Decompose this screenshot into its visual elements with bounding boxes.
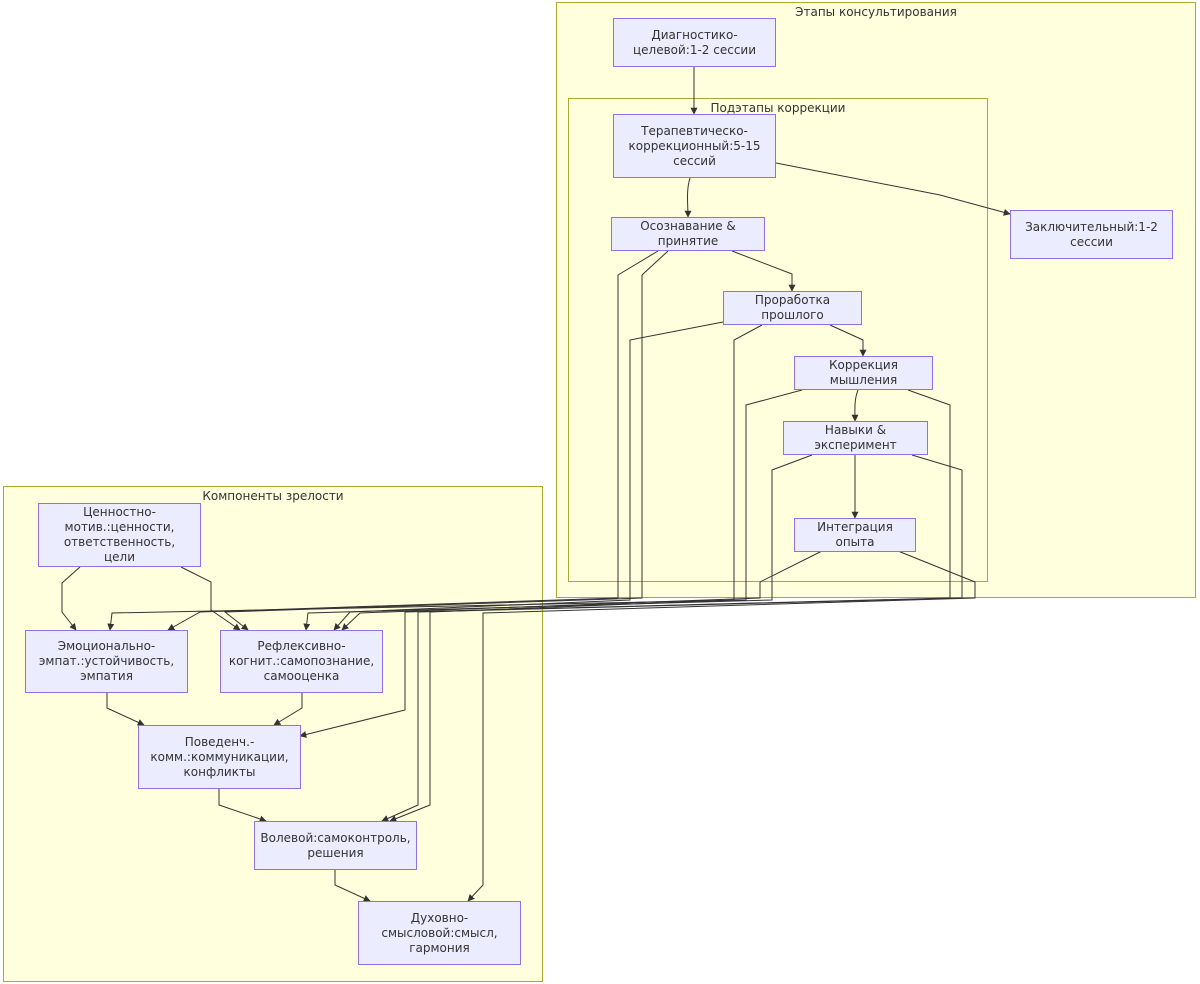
- node-emotional-empathic[interactable]: Эмоционально-эмпат.:устойчивость, эмпати…: [25, 630, 188, 693]
- node-spiritual-semantic-label: Духовно-смысловой:смысл, гармония: [381, 910, 498, 955]
- node-concluding-stage[interactable]: Заключительный:1-2 сессии: [1010, 210, 1173, 259]
- node-experience-integration[interactable]: Интеграция опыта: [794, 518, 916, 552]
- node-awareness-acceptance-label: Осознавание & принятие: [640, 219, 736, 248]
- node-therapeutic-stage[interactable]: Терапевтическо-коррекционный:5-15 сессий: [613, 114, 776, 178]
- edge-integ-spirit: [467, 550, 976, 902]
- node-thinking-correction[interactable]: Коррекция мышления: [794, 356, 933, 390]
- node-skills-experiment-label: Навыки & эксперимент: [814, 423, 897, 452]
- node-value-motivational[interactable]: Ценностно-мотив.:ценности, ответственнос…: [38, 503, 201, 567]
- node-experience-integration-label: Интеграция опыта: [817, 520, 893, 549]
- node-past-work[interactable]: Проработка прошлого: [723, 291, 862, 325]
- node-past-work-label: Проработка прошлого: [754, 293, 831, 322]
- node-value-motivational-label: Ценностно-мотив.:ценности, ответственнос…: [63, 505, 176, 564]
- cluster-label-substages: Подэтапы коррекции: [710, 101, 846, 115]
- node-therapeutic-stage-label: Терапевтическо-коррекционный:5-15 сессий: [628, 123, 761, 168]
- cluster-label-components: Компоненты зрелости: [202, 489, 344, 503]
- node-reflexive-cognitive[interactable]: Рефлексивно-когнит.:самопознание, самооц…: [220, 630, 383, 693]
- node-spiritual-semantic[interactable]: Духовно-смысловой:смысл, гармония: [358, 901, 521, 965]
- node-concluding-stage-label: Заключительный:1-2 сессии: [1025, 219, 1158, 249]
- node-behavioral-communicative[interactable]: Поведенч.-комм.:коммуникации, конфликты: [138, 725, 301, 789]
- node-volitional-label: Волевой:самоконтроль, решения: [260, 830, 411, 860]
- node-emotional-empathic-label: Эмоционально-эмпат.:устойчивость, эмпати…: [38, 639, 175, 683]
- node-behavioral-communicative-label: Поведенч.-комм.:коммуникации, конфликты: [150, 734, 289, 779]
- node-reflexive-cognitive-label: Рефлексивно-когнит.:самопознание, самооц…: [228, 639, 375, 683]
- node-diagnostic-stage-label: Диагностико-целевой:1-2 сессии: [632, 27, 757, 57]
- node-volitional[interactable]: Волевой:самоконтроль, решения: [254, 821, 417, 870]
- cluster-label-stages: Этапы консультирования: [795, 5, 957, 19]
- node-awareness-acceptance[interactable]: Осознавание & принятие: [611, 217, 765, 251]
- node-thinking-correction-label: Коррекция мышления: [829, 358, 898, 387]
- node-skills-experiment[interactable]: Навыки & эксперимент: [783, 421, 928, 455]
- node-diagnostic-stage[interactable]: Диагностико-целевой:1-2 сессии: [613, 18, 776, 67]
